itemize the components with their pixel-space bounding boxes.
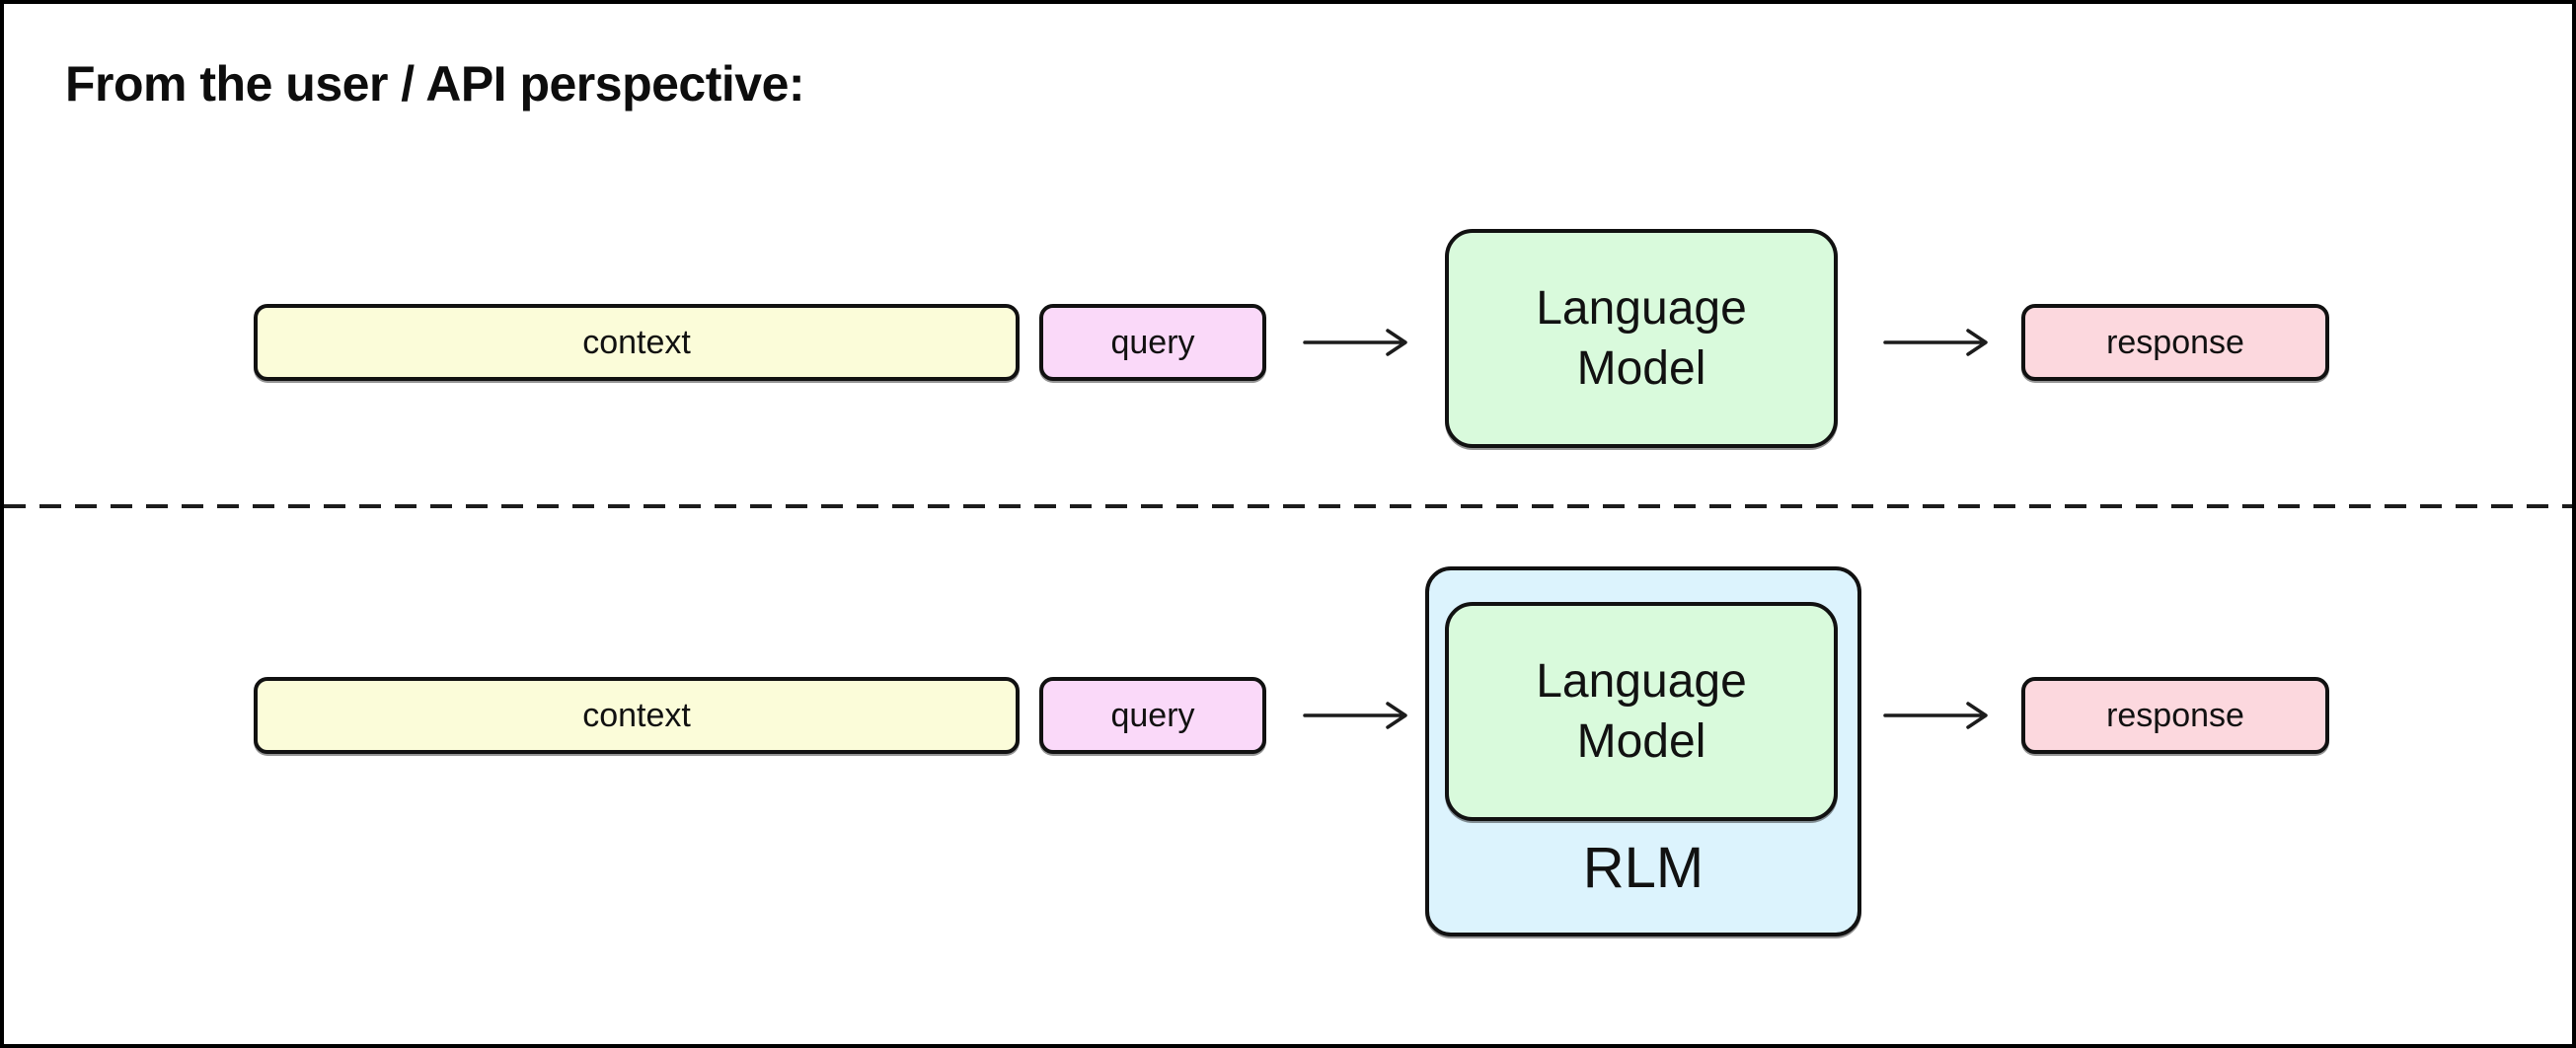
- top-context-label: context: [582, 323, 691, 361]
- arrow-icon: [1883, 329, 1988, 356]
- bottom-response-label: response: [2106, 696, 2244, 734]
- page-title: From the user / API perspective:: [65, 56, 805, 112]
- top-language-model-label: Language Model: [1536, 281, 1747, 395]
- bottom-query-label: query: [1110, 696, 1195, 734]
- top-query-box: query: [1039, 304, 1266, 381]
- rlm-label: RLM: [1582, 836, 1705, 900]
- bottom-context-label: context: [582, 696, 691, 734]
- top-query-label: query: [1110, 323, 1195, 361]
- top-language-model-box: Language Model: [1445, 229, 1838, 448]
- top-context-box: context: [254, 304, 1020, 381]
- arrow-icon: [1303, 329, 1407, 356]
- top-response-box: response: [2021, 304, 2329, 381]
- bottom-language-model-box: Language Model: [1445, 602, 1838, 821]
- bottom-query-box: query: [1039, 677, 1266, 754]
- arrow-icon: [1883, 702, 1988, 729]
- dashed-divider: [4, 504, 2572, 508]
- rlm-wrapper-box: Language Model RLM: [1425, 566, 1861, 936]
- top-response-label: response: [2106, 323, 2244, 361]
- bottom-response-box: response: [2021, 677, 2329, 754]
- bottom-language-model-label: Language Model: [1536, 654, 1747, 768]
- bottom-context-box: context: [254, 677, 1020, 754]
- arrow-icon: [1303, 702, 1407, 729]
